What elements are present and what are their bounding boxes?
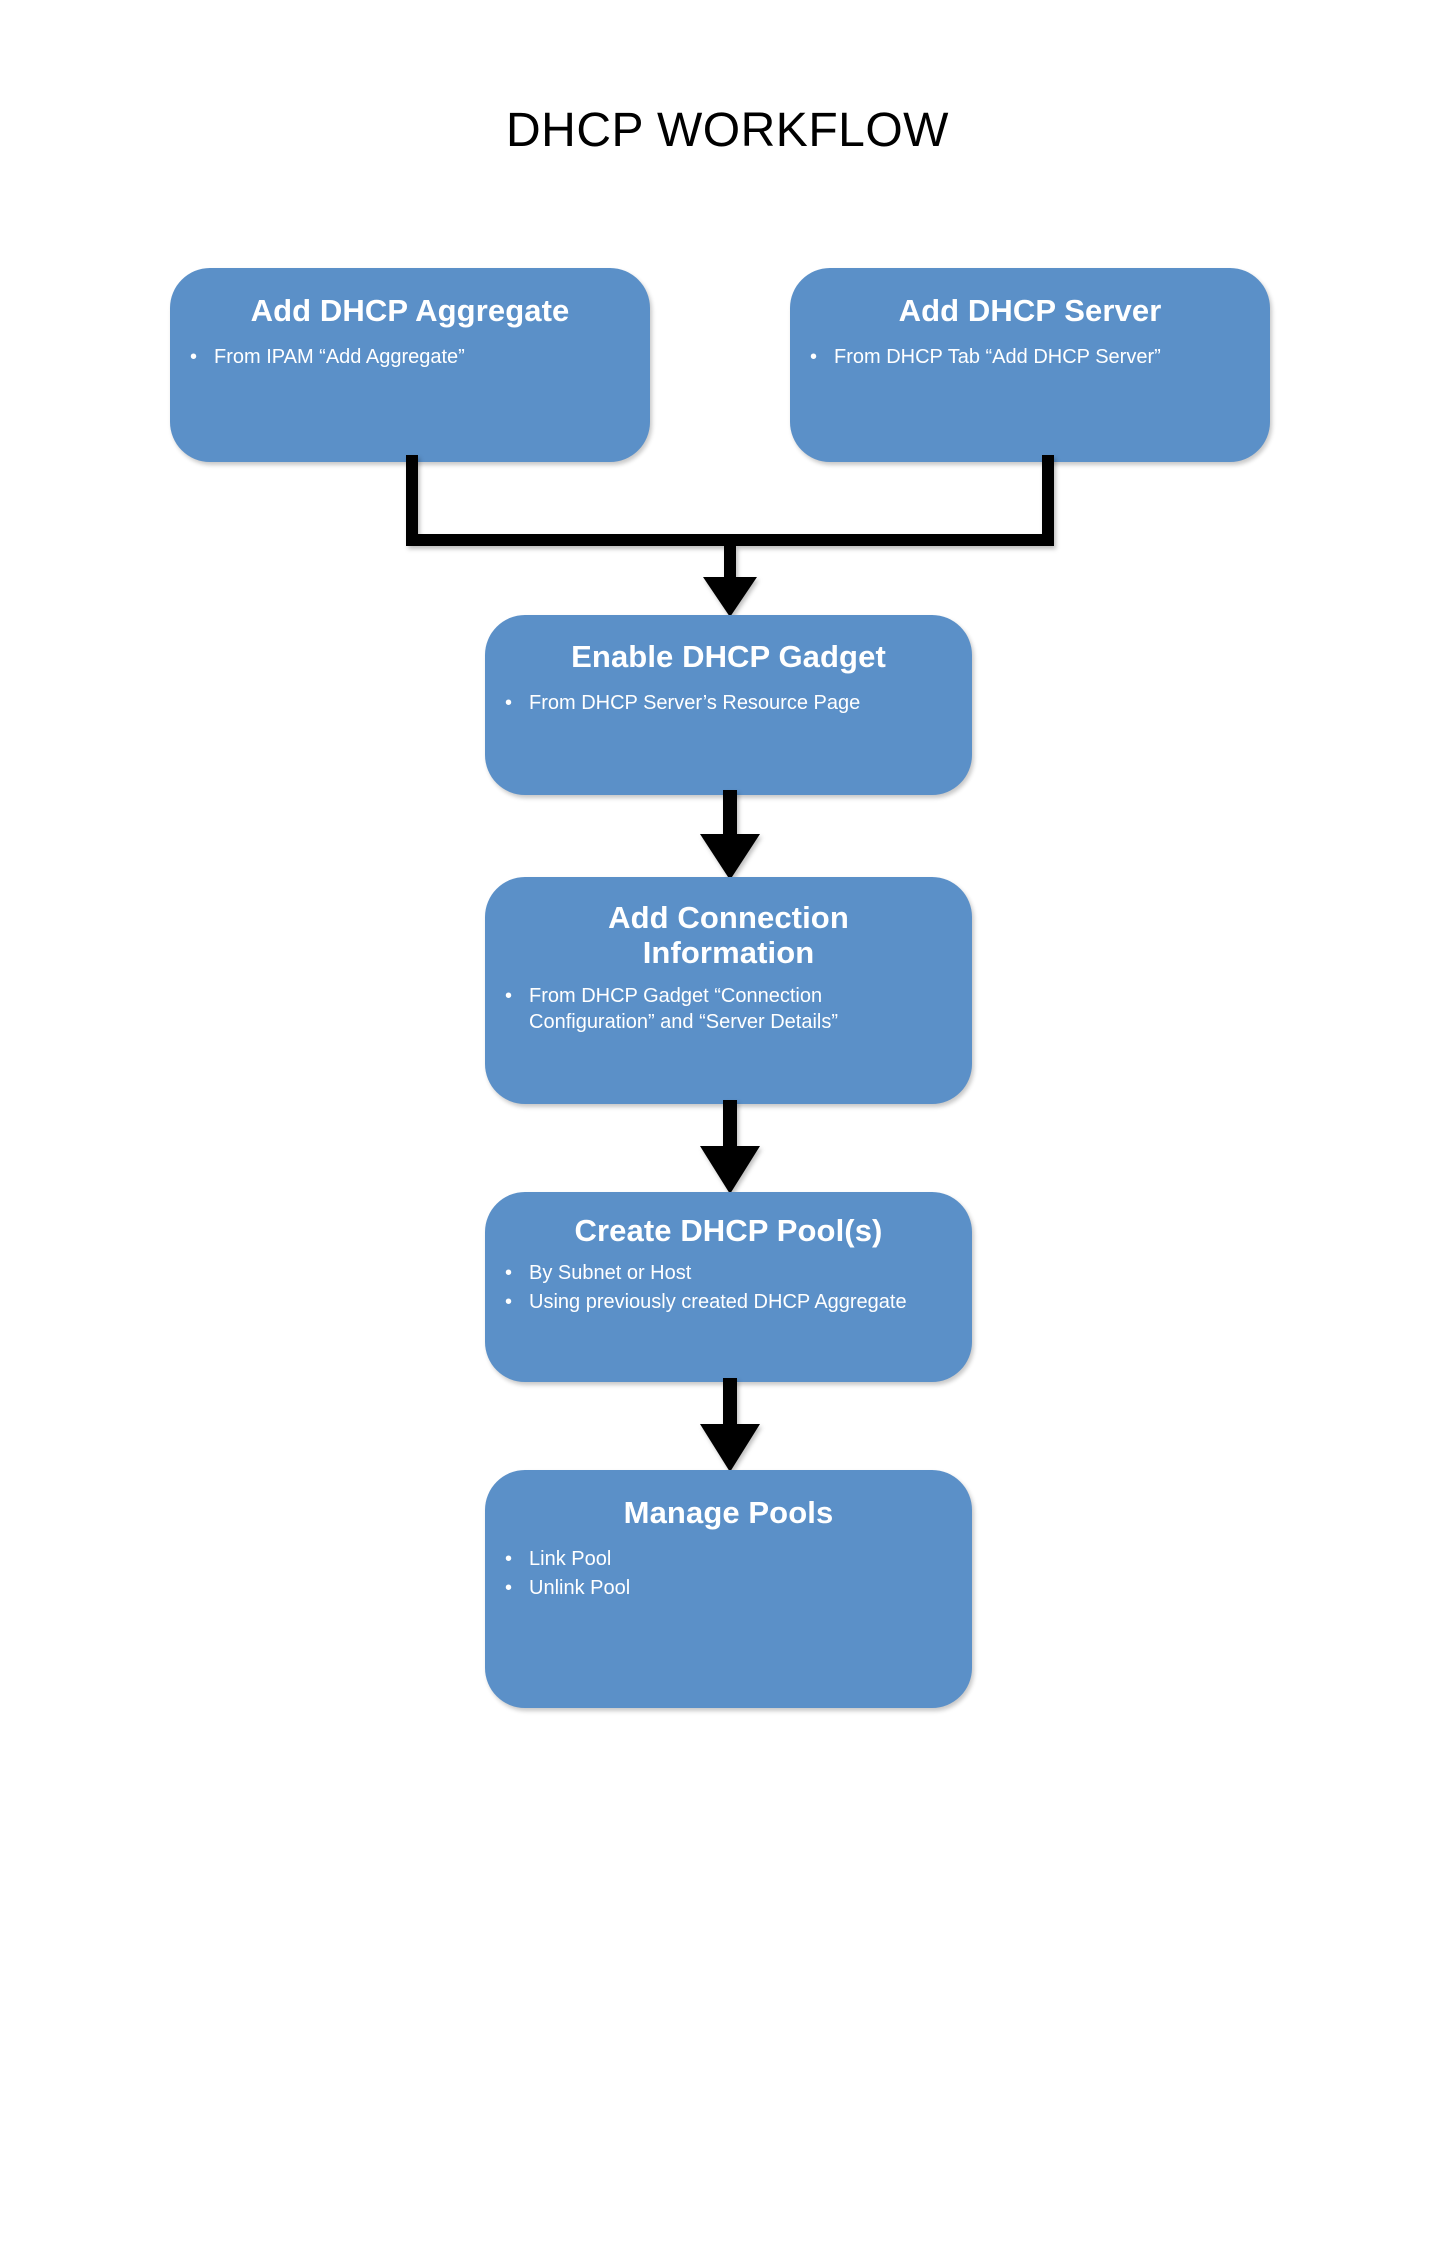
bullet-icon: • bbox=[505, 1577, 513, 1600]
connector-merge-to-enable-dhcp-gadget bbox=[406, 455, 1054, 617]
connector-gadget-to-connection bbox=[700, 790, 760, 880]
list-item: • From DHCP Tab “Add DHCP Server” bbox=[804, 345, 1270, 371]
node-title: Add DHCP Aggregate bbox=[250, 293, 570, 328]
bullet-icon: • bbox=[505, 1261, 513, 1284]
bullet-icon: • bbox=[505, 691, 513, 714]
node-bullet-list: • From DHCP Gadget “Connection Configura… bbox=[485, 984, 972, 1035]
list-item: • Using previously created DHCP Aggregat… bbox=[499, 1290, 932, 1316]
bullet-text: From DHCP Gadget “Connection Configurati… bbox=[529, 985, 839, 1034]
node-title-line2: Information bbox=[642, 934, 815, 970]
bullet-text: By Subnet or Host bbox=[529, 1261, 692, 1284]
node-enable-dhcp-gadget[interactable]: Enable DHCP Gadget • From DHCP Server’s … bbox=[485, 615, 972, 795]
node-bullet-list: • From DHCP Server’s Resource Page bbox=[485, 691, 972, 717]
node-add-dhcp-server[interactable]: Add DHCP Server • From DHCP Tab “Add DHC… bbox=[790, 268, 1270, 462]
list-item: • From DHCP Gadget “Connection Configura… bbox=[499, 984, 952, 1035]
list-item: • Link Pool bbox=[499, 1547, 972, 1573]
bullet-icon: • bbox=[505, 1547, 513, 1570]
bullet-icon: • bbox=[810, 345, 818, 368]
node-title: Create DHCP Pool(s) bbox=[574, 1213, 883, 1248]
connector-pools-to-manage bbox=[700, 1378, 760, 1472]
bullet-text: Unlink Pool bbox=[529, 1577, 631, 1600]
list-item: • By Subnet or Host bbox=[499, 1261, 932, 1287]
node-bullet-list: • Link Pool • Unlink Pool bbox=[485, 1547, 972, 1602]
list-item: • From DHCP Server’s Resource Page bbox=[499, 691, 972, 717]
bullet-text: From DHCP Server’s Resource Page bbox=[529, 691, 861, 714]
bullet-icon: • bbox=[505, 985, 513, 1008]
list-item: • Unlink Pool bbox=[499, 1576, 972, 1602]
bullet-text: From DHCP Tab “Add DHCP Server” bbox=[834, 345, 1161, 368]
bullet-text: Link Pool bbox=[529, 1547, 612, 1570]
node-bullet-list: • From DHCP Tab “Add DHCP Server” bbox=[790, 345, 1270, 371]
node-add-connection-information[interactable]: Add Connection Information • From DHCP G… bbox=[485, 877, 972, 1104]
bullet-icon: • bbox=[190, 345, 198, 368]
bullet-text: From IPAM “Add Aggregate” bbox=[214, 345, 465, 368]
page-title: DHCP WORKFLOW bbox=[506, 104, 949, 157]
list-item: • From IPAM “Add Aggregate” bbox=[184, 345, 650, 371]
node-bullet-list: • From IPAM “Add Aggregate” bbox=[170, 345, 650, 371]
node-title: Add Connection Information bbox=[485, 900, 972, 970]
node-title-line1: Add Connection bbox=[608, 900, 849, 935]
bullet-icon: • bbox=[505, 1291, 513, 1314]
node-create-dhcp-pools[interactable]: Create DHCP Pool(s) • By Subnet or Host … bbox=[485, 1192, 972, 1382]
bullet-text: Using previously created DHCP Aggregate bbox=[529, 1291, 907, 1314]
connector-connection-to-pools bbox=[700, 1100, 760, 1194]
node-title: Manage Pools bbox=[623, 1495, 834, 1530]
node-title: Add DHCP Server bbox=[898, 293, 1162, 328]
node-manage-pools[interactable]: Manage Pools • Link Pool • Unlink Pool bbox=[485, 1470, 972, 1708]
node-add-dhcp-aggregate[interactable]: Add DHCP Aggregate • From IPAM “Add Aggr… bbox=[170, 268, 650, 462]
node-title: Enable DHCP Gadget bbox=[571, 639, 886, 674]
node-bullet-list: • By Subnet or Host • Using previously c… bbox=[485, 1261, 972, 1316]
